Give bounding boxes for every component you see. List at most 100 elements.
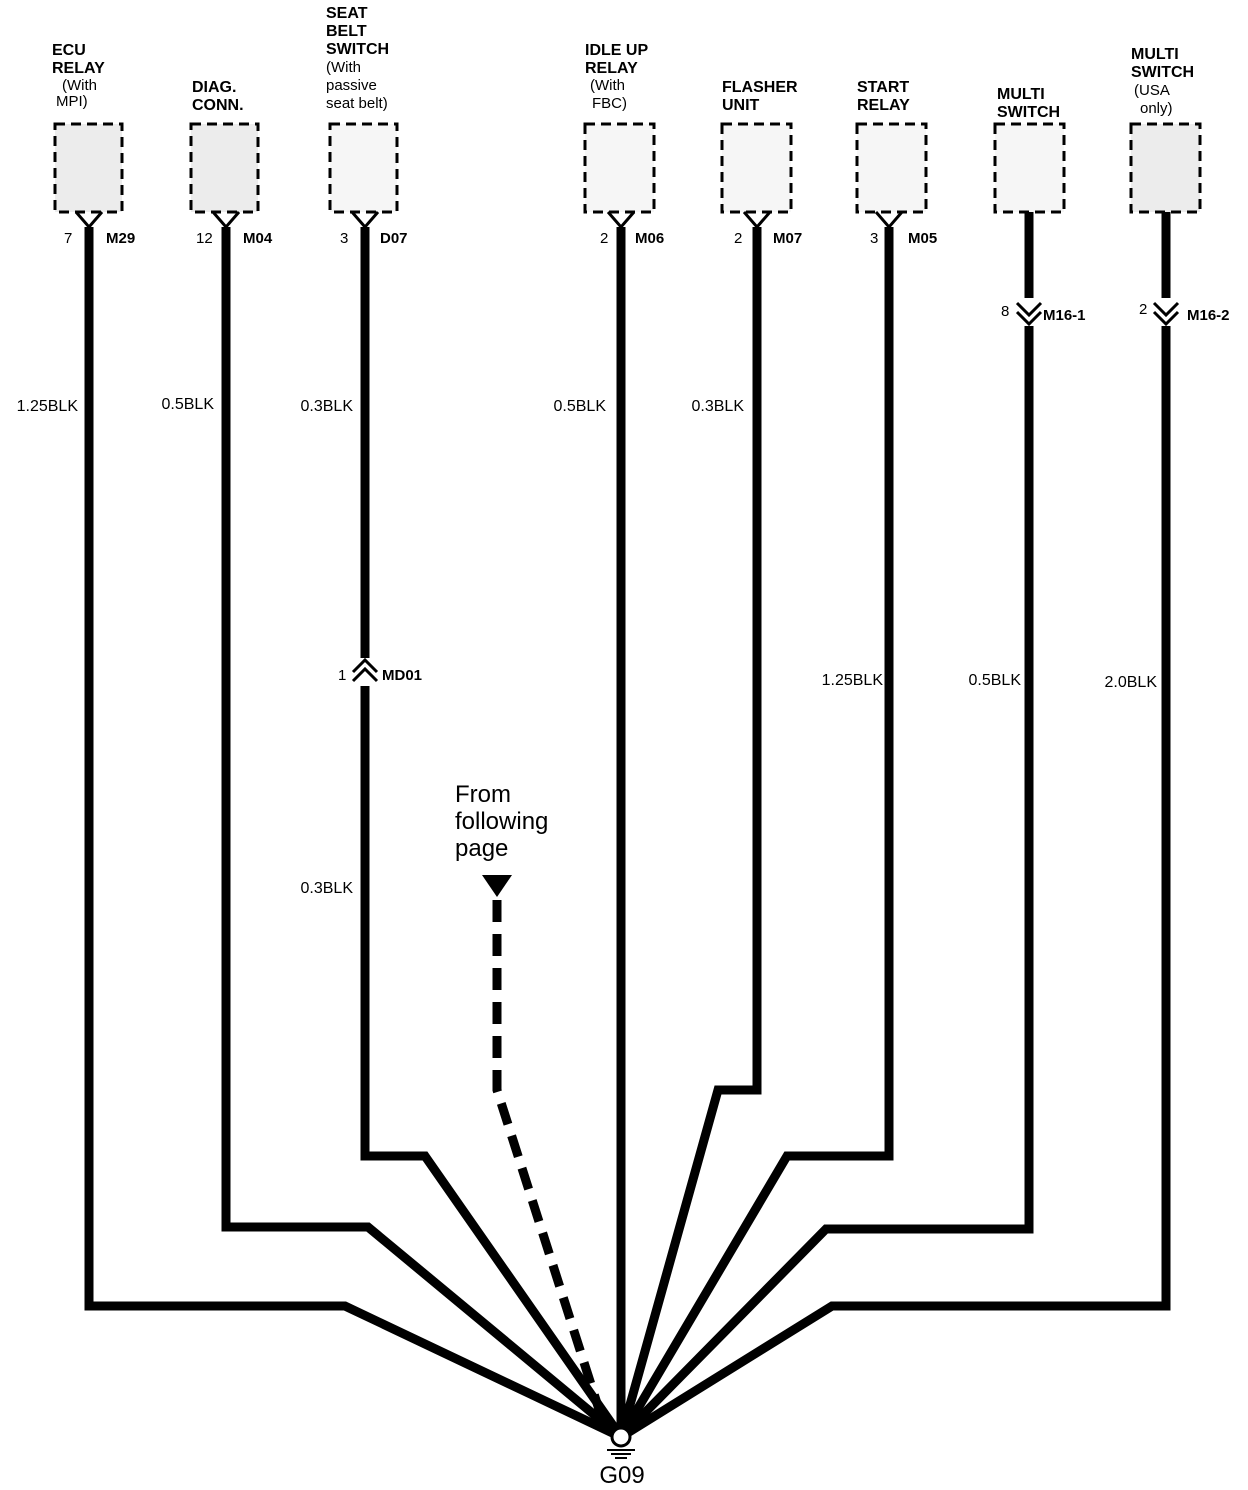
connector-chevron-icon [1015,301,1043,318]
connector-id: M16-1 [1043,307,1086,324]
component-title-line: CONN. [192,97,244,114]
component-title-line: RELAY [857,97,910,114]
component-box [720,122,793,214]
connector-chevron-icon [351,657,379,674]
connector-id: M07 [773,230,802,247]
component-title-line: SWITCH [997,104,1060,121]
component-title-line: IDLE UP [585,42,648,59]
connector-id: M04 [243,230,273,247]
component-note-line: FBC) [592,95,627,112]
from-following-page-note: From following page [455,781,548,897]
connector-chevron-icon [1015,310,1043,327]
wire-label: 0.5BLK [162,396,215,413]
component-title-line: UNIT [722,97,760,114]
pin-number: 3 [870,230,878,247]
ground-label: G09 [599,1462,644,1489]
inline-connector-md01: 1 MD01 [338,657,422,686]
component-title-line: RELAY [585,60,638,77]
note-line: following [455,808,548,835]
component-box [53,122,124,214]
component-note-line: MPI) [56,93,88,110]
component-box [993,122,1066,214]
component-diag-conn: DIAG. CONN. 12 M04 [189,79,273,247]
wire-label: 0.5BLK [554,398,607,415]
wire-diag-conn [221,227,624,1441]
ground-g09: G09 [599,1426,645,1489]
wire-flasher-unit [616,227,762,1439]
wire-label: 0.5BLK [969,672,1022,689]
component-title-line: ECU [52,42,86,59]
connector-gap [1157,298,1175,326]
component-box [855,122,928,214]
component-note-line: (With [62,77,97,94]
pin-number: 1 [338,667,346,684]
wire-label: 0.3BLK [692,398,745,415]
terminal-icon [742,211,772,230]
wire-label: 0.3BLK [301,880,354,897]
component-note-line: only) [1140,100,1173,117]
inline-connector-m16-1: 8 M16-1 [1001,298,1086,327]
note-line: page [455,835,508,862]
component-title-line: SEAT [326,5,368,22]
pin-number: 2 [1139,301,1147,318]
terminal-icon [874,211,904,230]
connector-id: MD01 [382,667,422,684]
connector-chevron-icon [351,666,379,683]
component-multi-switch-usa: MULTI SWITCH (USA only) [1129,46,1202,214]
terminal-icon [211,211,241,230]
component-box [583,122,656,214]
wire-seat-belt-switch [360,227,625,1440]
wire-ecu-relay [84,227,623,1442]
component-title-line: DIAG. [192,79,236,96]
connector-chevron-icon [1152,301,1180,318]
wire-label: 0.3BLK [301,398,354,415]
pin-number: 2 [734,230,742,247]
connector-id: M06 [635,230,664,247]
component-title-line: FLASHER [722,79,798,96]
component-note-line: (With [326,59,361,76]
connector-id: M05 [908,230,937,247]
component-title-line: START [857,79,909,96]
component-multi-switch: MULTI SWITCH [993,86,1066,214]
component-title-line: MULTI [997,86,1045,103]
wire-label: 1.25BLK [822,672,884,689]
component-note-line: seat belt) [326,95,388,112]
component-title-line: SWITCH [326,41,389,58]
wire-labels: 1.25BLK 0.5BLK 0.3BLK 0.3BLK 0.5BLK 0.3B… [17,396,1158,897]
component-title-line: BELT [326,23,367,40]
wire-multi-switch-usa [618,212,1171,1441]
component-ecu-relay: ECU RELAY (With MPI) 7 M29 [52,42,135,247]
off-page-arrow-icon [482,875,512,897]
component-idle-up-relay: IDLE UP RELAY (With FBC) 2 M06 [583,42,664,247]
note-line: From [455,781,511,808]
connector-id: M16-2 [1187,307,1230,324]
pin-number: 3 [340,230,348,247]
component-note-line: (USA [1134,82,1170,99]
component-box [189,122,260,214]
connector-id: D07 [380,230,408,247]
component-seat-belt-switch: SEAT BELT SWITCH (With passive seat belt… [326,5,408,247]
component-flasher-unit: FLASHER UNIT 2 M07 [720,79,802,247]
terminal-icon [350,211,380,230]
component-box [328,122,399,214]
connector-id: M29 [106,230,135,247]
wire-start-relay [617,227,894,1440]
component-box [1129,122,1202,214]
component-title-line: RELAY [52,60,105,77]
inline-connector-m16-2: 2 M16-2 [1139,298,1230,327]
terminal-icon [74,211,104,230]
component-note-line: (With [590,77,625,94]
component-title-line: MULTI [1131,46,1179,63]
pin-number: 7 [64,230,72,247]
terminal-icon [606,211,636,230]
ground-junction-icon [610,1426,632,1448]
wire-label: 1.25BLK [17,398,79,415]
connector-chevron-icon [1152,310,1180,327]
pin-number: 2 [600,230,608,247]
pin-number: 12 [196,230,213,247]
wire-from-following-page [492,900,608,1424]
pin-number: 8 [1001,303,1009,320]
connector-gap [356,658,374,686]
component-start-relay: START RELAY 3 M05 [855,79,937,247]
